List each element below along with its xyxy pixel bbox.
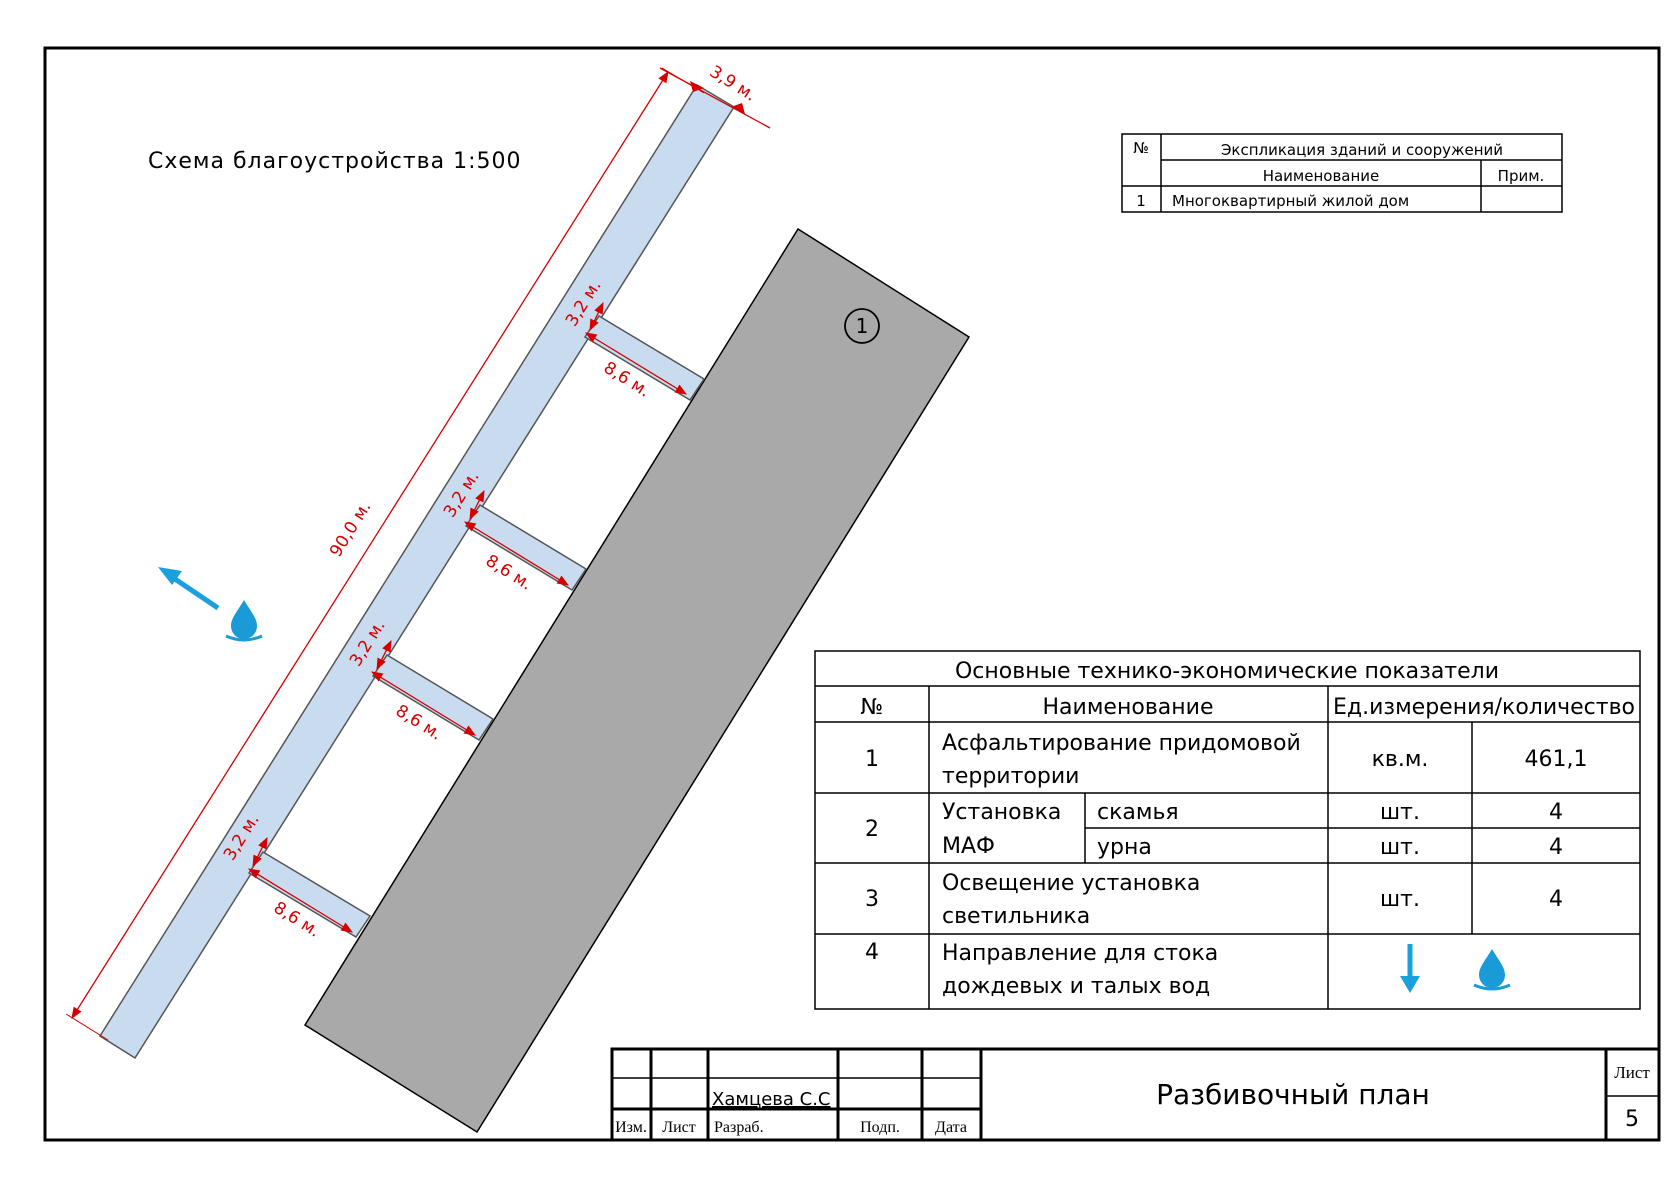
explication-row-name: Многоквартирный жилой дом (1172, 192, 1409, 210)
dim-line-branch-width-2 (469, 489, 485, 521)
dim-line-branch-width-4 (252, 836, 268, 868)
tep-row1-value: 461,1 (1525, 747, 1588, 772)
stamp-sheet-number: 5 (1625, 1107, 1639, 1132)
explication-num-header: № (1133, 139, 1149, 157)
dim-line-path-length (71, 71, 669, 1019)
tep-row3-unit: шт. (1380, 887, 1420, 912)
explication-name-header: Наименование (1263, 167, 1380, 185)
explication-table: № Экспликация зданий и сооружений Наимен… (1121, 133, 1563, 213)
tep-row3-value: 4 (1549, 887, 1563, 912)
tep-row3-num: 3 (865, 887, 879, 912)
stamp-sheet-label: Лист (1614, 1063, 1650, 1082)
title-block: Хамцева С.С Изм. Лист Разраб. Подп. Дата… (610, 1047, 1661, 1142)
building-marker-circle (844, 308, 880, 344)
tep-title: Основные технико-экономические показател… (955, 659, 1499, 684)
legend-arrow-head (1400, 976, 1420, 993)
tep-row4-name-2: дождевых и талых вод (942, 974, 1210, 999)
runoff-arrow-head (158, 567, 182, 585)
tep-table: Основные технико-экономические показател… (814, 650, 1641, 1010)
stamp-list: Лист (662, 1119, 696, 1136)
dim-line-branch-length-3 (371, 671, 476, 736)
water-drop-icon (224, 598, 264, 642)
tep-row2-sub2-value: 4 (1549, 835, 1563, 860)
tep-row4-name-1: Направление для стока (942, 941, 1218, 966)
explication-title: Экспликация зданий и сооружений (1221, 141, 1503, 159)
tep-row3-name-1: Освещение установка (942, 871, 1200, 896)
explication-note-header: Прим. (1498, 167, 1545, 185)
dim-ext-bottom (65, 1013, 109, 1041)
legend-water-drop-icon (1472, 947, 1512, 991)
explication-row-num: 1 (1136, 192, 1146, 210)
stamp-izm: Изм. (615, 1119, 647, 1136)
tep-row2-sub1-unit: шт. (1380, 800, 1420, 825)
dim-line-branch-length-2 (464, 521, 569, 586)
dim-width-arrow-2 (731, 103, 745, 114)
tep-row2-sub1-value: 4 (1549, 800, 1563, 825)
tep-row1-name-2: территории (942, 764, 1079, 789)
tep-row2-name-1: Установка (942, 800, 1061, 825)
scheme-title: Схема благоустройства 1:500 (148, 149, 522, 174)
stamp-razrab: Разраб. (714, 1119, 764, 1136)
tep-row1-num: 1 (865, 747, 879, 772)
tep-row3-name-2: светильника (942, 904, 1090, 929)
runoff-arrow-icon (170, 574, 220, 611)
dim-path-length: 90,0 м. (326, 498, 376, 561)
stamp-title: Разбивочный план (1156, 1078, 1430, 1111)
dim-width-arrow-1 (690, 81, 704, 92)
dim-line-path-width (659, 67, 771, 129)
stamp-author: Хамцева С.С (712, 1089, 831, 1110)
tep-row2-num: 2 (865, 817, 879, 842)
tep-unit-header: Ед.измерения/количество (1333, 695, 1635, 720)
tep-row1-name-1: Асфальтирование придомовой (942, 731, 1301, 756)
tep-row2-sub1-name: скамья (1097, 800, 1179, 825)
dim-line-branch-length-1 (585, 332, 687, 395)
tep-row2-sub2-unit: шт. (1380, 835, 1420, 860)
dim-line-branch-width-1 (589, 301, 604, 332)
tep-row2-sub2-name: урна (1097, 835, 1152, 860)
building-marker: 1 (856, 314, 869, 338)
stamp-podp: Подп. (860, 1119, 900, 1136)
dim-line-branch-width-3 (376, 639, 392, 671)
tep-row2-name-2: МАФ (942, 834, 995, 859)
tep-row1-unit: кв.м. (1372, 747, 1429, 772)
tep-name-header: Наименование (1043, 695, 1214, 720)
tep-row4-num: 4 (865, 940, 879, 965)
tep-num-header: № (861, 695, 884, 720)
dim-line-branch-length-4 (248, 868, 353, 933)
stamp-data: Дата (935, 1119, 967, 1136)
